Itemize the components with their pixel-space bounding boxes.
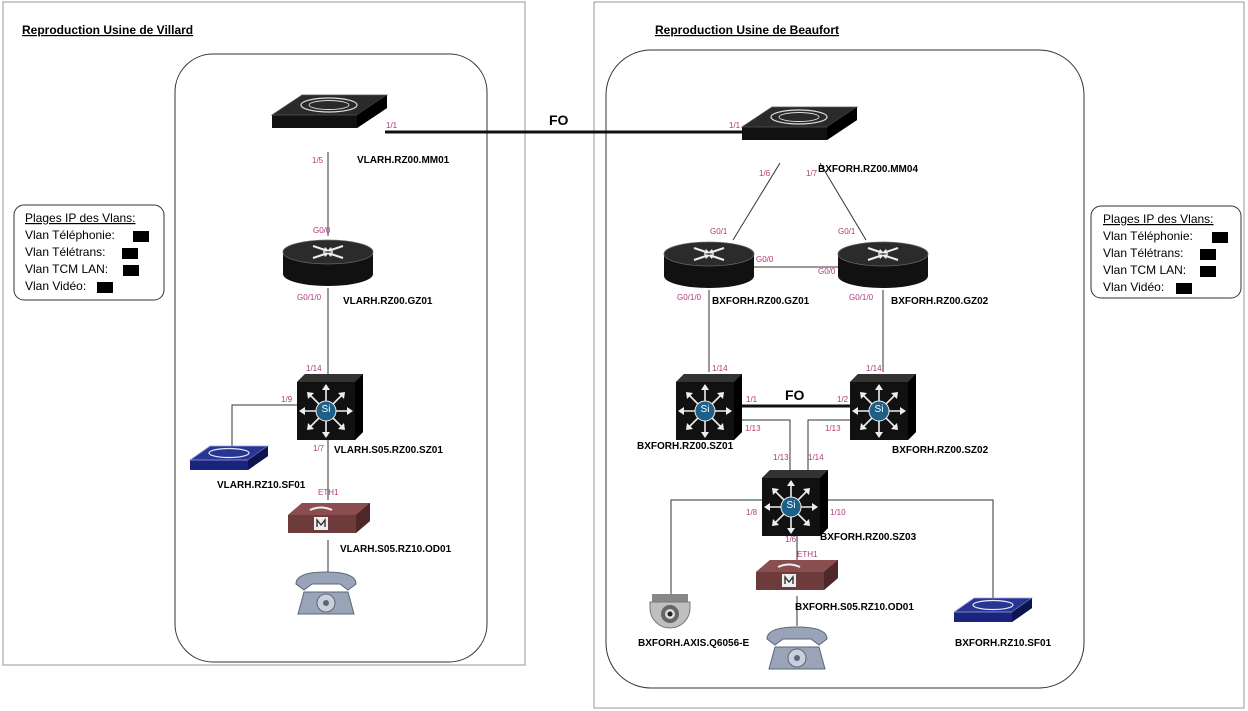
- redacted-block: [133, 231, 149, 242]
- port-label: 1/6: [785, 535, 797, 544]
- node-label-vlarh-gz01: VLARH.RZ00.GZ01: [343, 296, 433, 307]
- port-label: G0/1/0: [849, 293, 874, 302]
- port-label: G0/0: [756, 255, 774, 264]
- node-label-vlarh-sz01: VLARH.S05.RZ00.SZ01: [334, 445, 443, 456]
- port-label: G0/1/0: [297, 293, 322, 302]
- fo-label-sz01-sz02: FO: [785, 387, 805, 403]
- vlan-item-video: Vlan Vidéo:: [1103, 280, 1164, 294]
- redacted-block: [97, 282, 113, 293]
- redacted-block: [1212, 232, 1228, 243]
- node-label-bxforh-camera: BXFORH.AXIS.Q6056-E: [638, 638, 749, 649]
- site-title-beaufort: Reproduction Usine de Beaufort: [655, 23, 839, 37]
- vlan-box-title: Plages IP des Vlans:: [25, 211, 136, 225]
- vlan-box-villard: [13, 204, 165, 301]
- redacted-block: [1176, 283, 1192, 294]
- redacted-block: [1200, 266, 1216, 277]
- od-device-icon: [287, 502, 371, 534]
- router-icon: [282, 239, 374, 287]
- link-sz01-sz03: [742, 419, 791, 470]
- link-sz02-sz03: [807, 419, 850, 470]
- port-label: 1/13: [745, 424, 761, 433]
- vlan-item-telephonie: Vlan Téléphonie:: [1103, 229, 1193, 243]
- l3-switch-icon: [849, 373, 917, 441]
- port-label: 1/14: [712, 364, 728, 373]
- link-mm04-gz01: [732, 162, 781, 241]
- port-label: 1/14: [808, 453, 824, 462]
- port-label: G0/1/0: [677, 293, 702, 302]
- node-label-bxforh-sf01: BXFORH.RZ10.SF01: [955, 638, 1052, 649]
- node-label-bxforh-sz03: BXFORH.RZ00.SZ03: [820, 532, 917, 543]
- node-label-bxforh-gz01: BXFORH.RZ00.GZ01: [712, 296, 810, 307]
- site-zone-beaufort: [605, 49, 1085, 689]
- link-sz01-sf01: [231, 404, 297, 446]
- site-title-villard: Reproduction Usine de Villard: [22, 23, 193, 37]
- port-label: 1/13: [825, 424, 841, 433]
- port-label: 1/1: [729, 121, 741, 130]
- port-label: 1/1: [386, 121, 398, 130]
- redacted-block: [122, 248, 138, 259]
- fo-label-inter-site: FO: [549, 112, 569, 128]
- vlan-item-tcm-lan: Vlan TCM LAN:: [1103, 263, 1186, 277]
- vlan-item-tcm-lan: Vlan TCM LAN:: [25, 262, 108, 276]
- node-label-bxforh-mm04: BXFORH.RZ00.MM04: [818, 164, 918, 175]
- port-label: 1/7: [806, 169, 818, 178]
- port-label: 1/7: [313, 444, 325, 453]
- l3-switch-icon: [675, 373, 743, 441]
- node-label-vlarh-mm01: VLARH.RZ00.MM01: [357, 155, 450, 166]
- port-label: 1/2: [837, 395, 849, 404]
- port-label: 1/14: [866, 364, 882, 373]
- link-sz03-sf01: [828, 499, 994, 598]
- port-label: 1/14: [306, 364, 322, 373]
- port-label: G0/0: [313, 226, 331, 235]
- port-label: G0/1: [838, 227, 856, 236]
- l3-switch-icon: [296, 373, 364, 441]
- telephone-icon: [295, 571, 357, 615]
- node-label-bxforh-od01: BXFORH.S05.RZ10.OD01: [795, 602, 914, 613]
- port-label: 1/5: [312, 156, 324, 165]
- redacted-block: [1200, 249, 1216, 260]
- vlan-item-teletrans: Vlan Télétrans:: [25, 245, 106, 259]
- camera-icon: [649, 593, 691, 629]
- link-sz03-camera: [670, 499, 762, 596]
- router-icon: [663, 241, 755, 289]
- node-label-bxforh-gz02: BXFORH.RZ00.GZ02: [891, 296, 989, 307]
- redacted-block: [123, 265, 139, 276]
- link-mm04-gz02: [819, 162, 867, 241]
- router-icon: [837, 241, 929, 289]
- vlan-item-telephonie: Vlan Téléphonie:: [25, 228, 115, 242]
- port-label: 1/9: [281, 395, 293, 404]
- od-device-icon: [755, 559, 839, 591]
- port-label: 1/8: [746, 508, 758, 517]
- l3-switch-icon: [761, 469, 829, 537]
- node-label-vlarh-sf01: VLARH.RZ10.SF01: [217, 480, 306, 491]
- port-label: G0/0: [818, 267, 836, 276]
- vlan-box-title: Plages IP des Vlans:: [1103, 212, 1214, 226]
- node-label-bxforh-sz02: BXFORH.RZ00.SZ02: [892, 445, 989, 456]
- port-label: 1/10: [830, 508, 846, 517]
- port-label: ETH1: [797, 550, 818, 559]
- vlan-item-teletrans: Vlan Télétrans:: [1103, 246, 1184, 260]
- node-label-bxforh-sz01: BXFORH.RZ00.SZ01: [637, 441, 734, 452]
- port-label: ETH1: [318, 488, 339, 497]
- node-label-vlarh-od01: VLARH.S05.RZ10.OD01: [340, 544, 452, 555]
- port-label: 1/1: [746, 395, 758, 404]
- vlan-item-video: Vlan Vidéo:: [25, 279, 86, 293]
- port-label: 1/6: [759, 169, 771, 178]
- port-label: 1/13: [773, 453, 789, 462]
- port-label: G0/1: [710, 227, 728, 236]
- site-zone-villard: [174, 53, 488, 663]
- telephone-icon: [766, 626, 828, 670]
